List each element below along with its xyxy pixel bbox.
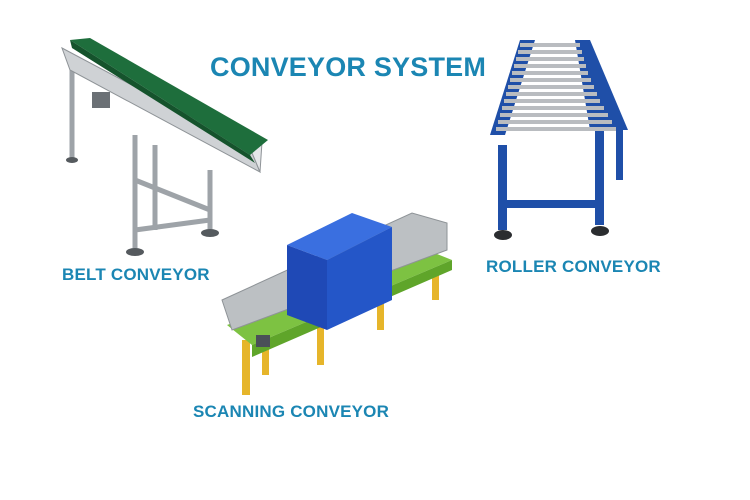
roller-conveyor-label: ROLLER CONVEYOR xyxy=(486,257,661,276)
diagram-title: CONVEYOR SYSTEM xyxy=(210,52,487,82)
roller-conveyor-icon xyxy=(490,40,628,240)
scanning-conveyor-icon xyxy=(221,212,452,395)
scanning-conveyor-label: SCANNING CONVEYOR xyxy=(193,402,390,421)
belt-conveyor-label: BELT CONVEYOR xyxy=(62,265,210,284)
belt-conveyor-icon xyxy=(61,38,268,256)
